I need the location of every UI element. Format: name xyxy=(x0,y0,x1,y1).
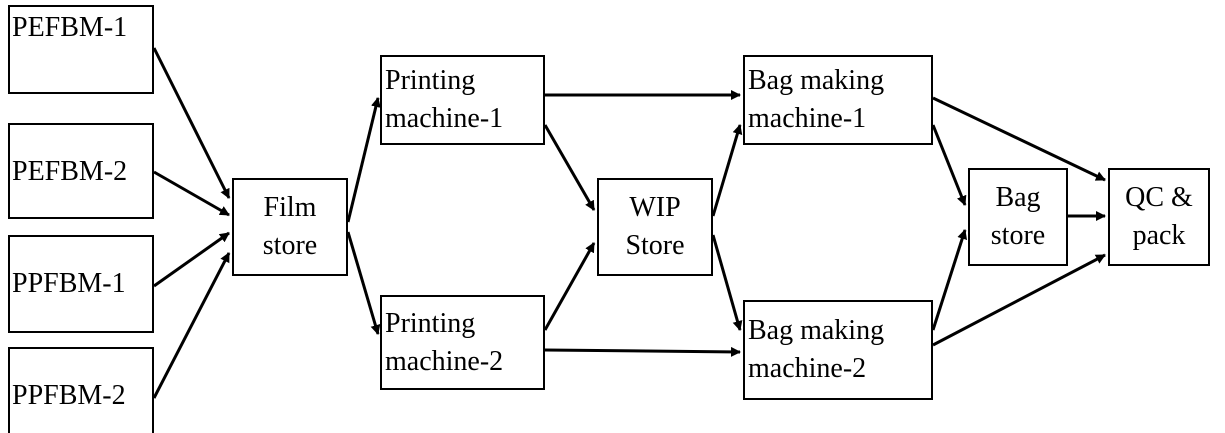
node-qc-and-pack: QC & pack xyxy=(1108,168,1210,266)
node-label: PPFBM-2 xyxy=(12,380,126,411)
node-label-line-2: Store xyxy=(625,230,685,261)
arrow-ppfbm2-to-film-store xyxy=(152,252,231,399)
node-label-line-2: pack xyxy=(1132,220,1186,251)
arrow-bag-making1-to-bag-store xyxy=(931,124,967,206)
node-film-store: Film store xyxy=(232,178,348,276)
node-bag-making-machine-2: Bag making machine-2 xyxy=(743,300,933,400)
arrow-printing2-to-wip-store xyxy=(543,242,596,331)
node-label-line-1: QC & xyxy=(1125,182,1193,213)
node-label-line-1: Printing xyxy=(385,65,476,96)
node-label-line-2: store xyxy=(990,220,1046,251)
node-label: PPFBM-1 xyxy=(12,268,126,299)
node-label-line-2: machine-1 xyxy=(748,103,867,134)
node-printing-machine-2: Printing machine-2 xyxy=(380,295,545,390)
arrow-pefbm1-to-film-store xyxy=(152,47,231,199)
arrow-printing1-to-wip-store xyxy=(543,124,596,211)
node-label-line-1: Printing xyxy=(385,307,476,339)
arrow-wip-store-to-bag-making2 xyxy=(711,234,743,331)
node-label-line-2: store xyxy=(262,230,318,261)
node-label-line-2: machine-2 xyxy=(748,353,867,384)
node-label-line-1: Bag xyxy=(995,182,1041,213)
node-label-line-1: WIP xyxy=(629,192,681,223)
arrow-film-store-to-printing1 xyxy=(346,97,381,223)
node-label: PEFBM-1 xyxy=(12,12,128,43)
node-label-line-2: machine-1 xyxy=(385,103,504,134)
node-pefbm-2: PEFBM-2 xyxy=(8,123,154,219)
arrow-bag-making2-to-qc-pack xyxy=(932,253,1106,347)
node-ppfbm-2: PPFBM-2 xyxy=(8,347,154,433)
arrow-wip-store-to-bag-making1 xyxy=(711,124,743,217)
arrow-film-store-to-printing2 xyxy=(346,231,381,335)
node-label-line-2: machine-2 xyxy=(385,345,504,377)
node-label-line-1: Bag making xyxy=(748,65,885,96)
arrow-ppfbm1-to-film-store xyxy=(153,231,230,288)
arrow-bag-making1-to-qc-pack xyxy=(932,96,1106,182)
node-label-line-1: Bag making xyxy=(748,315,885,346)
arrow-pefbm2-to-film-store xyxy=(153,170,230,217)
arrow-printing2-to-bag-making2 xyxy=(544,346,741,357)
node-label: PEFBM-2 xyxy=(12,156,128,187)
node-wip-store: WIP Store xyxy=(597,178,713,276)
arrow-bag-making2-to-bag-store xyxy=(931,229,968,331)
node-label-line-1: Film xyxy=(263,192,317,223)
node-bag-making-machine-1: Bag making machine-1 xyxy=(743,55,933,145)
node-bag-store: Bag store xyxy=(968,168,1068,266)
node-ppfbm-1: PPFBM-1 xyxy=(8,235,154,333)
node-printing-machine-1: Printing machine-1 xyxy=(380,55,545,145)
node-pefbm-1: PEFBM-1 xyxy=(8,5,154,94)
